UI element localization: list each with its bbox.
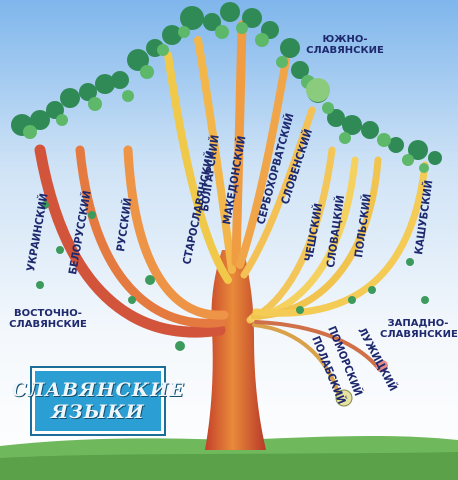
group-south-line-1: ЮЖНО- (322, 34, 368, 45)
group-west-line-2: СЛАВЯНСКИЕ (380, 329, 458, 340)
title-box: СЛАВЯНСКИЕ ЯЗЫКИ (12, 368, 184, 434)
branch-russian (123, 145, 229, 320)
branch-kashubian (252, 161, 429, 317)
branch-slovenian (240, 106, 316, 279)
branch-serbo-croatian (236, 56, 290, 269)
tree-foliage (11, 2, 442, 407)
branch-lusatian (254, 320, 382, 372)
branch-old-slavonic (164, 51, 232, 284)
group-label-east-slavic: ВОСТОЧНО- СЛАВЯНСКИЕ (4, 308, 92, 330)
group-label-south-slavic: ЮЖНО- СЛАВЯНСКИЕ (305, 34, 385, 56)
title-line-1: СЛАВЯНСКИЕ (11, 379, 185, 401)
group-west-line-1: ЗАПАДНО- (387, 318, 449, 329)
group-south-line-2: СЛАВЯНСКИЕ (306, 45, 384, 56)
leaf-lusatian (376, 360, 388, 372)
title-line-2: ЯЗЫКИ (51, 401, 145, 423)
group-east-line-1: ВОСТОЧНО- (14, 308, 82, 319)
grass-shade (0, 452, 458, 480)
west-slavic-branches (246, 146, 429, 402)
branch-bulgarian (194, 36, 236, 274)
south-slavic-branches (164, 20, 316, 284)
group-east-line-2: СЛАВЯНСКИЕ (9, 319, 87, 330)
branch-ukrainian (34, 144, 226, 338)
branch-belarusian (75, 145, 227, 328)
branch-macedonian (231, 20, 247, 267)
branch-pomeranian (252, 323, 342, 402)
group-label-west-slavic: ЗАПАДНО- СЛАВЯНСКИЕ (380, 318, 458, 340)
leaf-pomeranian (335, 389, 353, 407)
east-slavic-branches (34, 144, 229, 338)
tree-trunk (205, 250, 266, 450)
